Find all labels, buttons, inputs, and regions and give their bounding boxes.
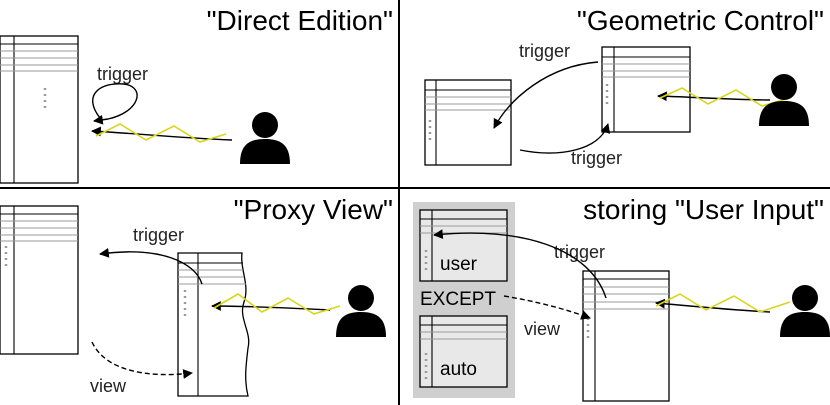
document-page [0, 205, 79, 355]
layer-user-label: user [440, 254, 478, 275]
layer-auto-document: auto [419, 315, 508, 388]
except-label: EXCEPT [420, 289, 496, 310]
trigger-label-top: trigger [519, 41, 570, 61]
panel-proxy-view: "Proxy View" trigger view [0, 194, 393, 397]
panel-geometric-control: "Geometric Control" trigger trigger [424, 5, 824, 168]
panel-title-direct-edition: "Direct Edition" [207, 5, 393, 36]
scribble-stroke [95, 123, 227, 143]
trigger-arrow [99, 247, 203, 285]
view-label: view [524, 319, 561, 339]
layer-user-document: user [419, 209, 508, 282]
user-avatar-icon [780, 285, 830, 337]
view-arrow [503, 295, 591, 320]
panel-direct-edition: "Direct Edition" trigger [0, 5, 393, 184]
trigger-arrow [433, 229, 607, 299]
trigger-label: trigger [554, 242, 605, 262]
scribble-stroke [655, 293, 791, 313]
trigger-arrow-bottom [519, 123, 611, 154]
layer-auto-label: auto [440, 359, 477, 380]
view-label: view [90, 376, 127, 396]
trigger-loop-arrow [92, 83, 138, 125]
panel-title-storing-user-input: storing "User Input" [583, 194, 824, 225]
trigger-label-bottom: trigger [571, 148, 622, 168]
user-avatar-icon [240, 112, 290, 164]
document-page [582, 270, 670, 402]
panel-title-geometric-control: "Geometric Control" [577, 5, 824, 36]
trigger-label: trigger [97, 64, 148, 84]
trigger-label: trigger [133, 225, 184, 245]
scribble-stroke [659, 87, 791, 107]
user-interaction-arrow [657, 91, 771, 102]
view-arrow [91, 341, 193, 379]
panel-title-proxy-view: "Proxy View" [234, 194, 393, 225]
scribble-stroke [213, 293, 341, 315]
user-interaction-arrow [211, 301, 331, 311]
panel-storing-user-input: storing "User Input" user EXCEPT auto [413, 194, 830, 402]
trigger-arrow-top [493, 61, 599, 129]
proxy-document-page [177, 252, 250, 397]
user-interaction-arrow [655, 298, 771, 313]
user-avatar-icon [336, 285, 386, 337]
document-page-large [601, 46, 691, 133]
document-page-small [424, 79, 512, 166]
document-page [0, 35, 79, 184]
